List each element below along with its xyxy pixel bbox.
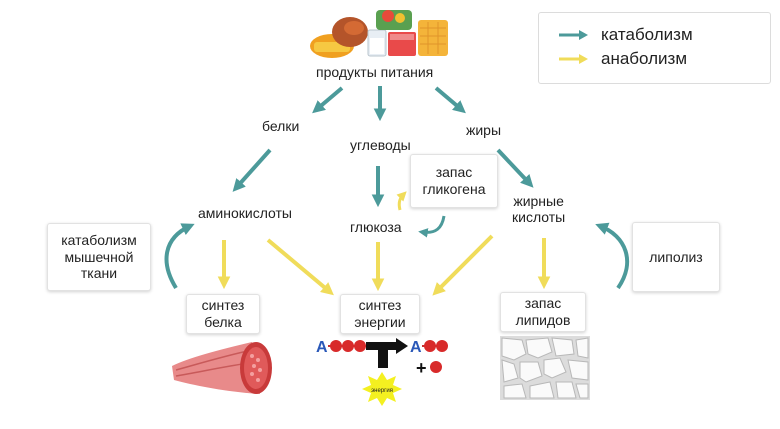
fatty-acids-line2: кислоты <box>512 209 566 226</box>
legend-item-anabolism: анаболизм <box>559 49 687 69</box>
lipid-store-line1: запас <box>524 295 562 312</box>
atp-energy-text: энергия <box>371 388 393 394</box>
muscle-tissue-icon <box>172 342 272 394</box>
muscle-cat-line3: ткани <box>80 265 118 282</box>
arrow-glucose-to-glycogen <box>396 191 407 211</box>
arrow-food-proteins <box>312 86 344 114</box>
legend-catabolism-label: катаболизм <box>601 25 693 44</box>
muscle-catabolism-box: катаболизм мышечной ткани <box>47 223 151 291</box>
arrow-fats-fatty <box>496 148 534 188</box>
fat-tissue-icon <box>500 336 590 400</box>
atp-letter-a-right: A <box>410 339 422 356</box>
protein-synth-line1: синтез <box>201 297 245 314</box>
yellow-arrow-icon <box>559 54 588 64</box>
glycogen-line1: запас <box>435 164 473 181</box>
fatty-acids-label: жирные кислоты <box>512 193 565 225</box>
amino-acids-label: аминокислоты <box>198 205 292 221</box>
muscle-cat-line1: катаболизм <box>61 231 137 248</box>
legend-item-catabolism: катаболизм <box>559 25 693 45</box>
energy-synthesis-box: синтез энергии <box>340 294 420 334</box>
energy-synth-line1: синтез <box>358 297 402 314</box>
muscle-cat-line2: мышечной <box>64 248 134 265</box>
lipid-storage-box: запас липидов <box>500 292 586 332</box>
lipolysis-label: липолиз <box>649 248 703 265</box>
protein-synthesis-box: синтез белка <box>186 294 260 334</box>
arrow-food-fats <box>434 86 466 114</box>
arrow-glycogen-to-glucose <box>418 215 446 238</box>
arrow-muscle-to-amino <box>164 223 195 290</box>
proteins-label: белки <box>262 118 300 134</box>
legend-anabolism-label: анаболизм <box>601 49 688 68</box>
food-label: продукты питания <box>316 64 434 80</box>
atp-plus: + <box>416 358 427 378</box>
protein-synth-line2: белка <box>204 314 242 330</box>
food-icon <box>310 10 448 58</box>
fats-label: жиры <box>466 122 502 138</box>
arrow-lipolysis-to-fatty <box>595 222 629 290</box>
legend: катаболизм анаболизм <box>538 12 771 84</box>
arrow-proteins-amino <box>232 148 272 192</box>
atp-energy-icon: A A + энергия <box>316 338 448 406</box>
fatty-acids-line1: жирные <box>513 193 564 209</box>
atp-letter-a-left: A <box>316 339 328 356</box>
arrow-fatty-energy <box>432 234 494 296</box>
carbs-label: углеводы <box>350 137 411 153</box>
lipid-store-line2: липидов <box>515 312 571 328</box>
energy-synth-line2: энергии <box>354 314 406 330</box>
glucose-label: глюкоза <box>350 219 402 235</box>
arrow-amino-energy <box>266 238 334 296</box>
teal-arrow-icon <box>559 30 588 40</box>
glycogen-line2: гликогена <box>422 181 486 197</box>
glycogen-box: запас гликогена <box>410 154 498 208</box>
lipolysis-box: липолиз <box>632 222 720 292</box>
